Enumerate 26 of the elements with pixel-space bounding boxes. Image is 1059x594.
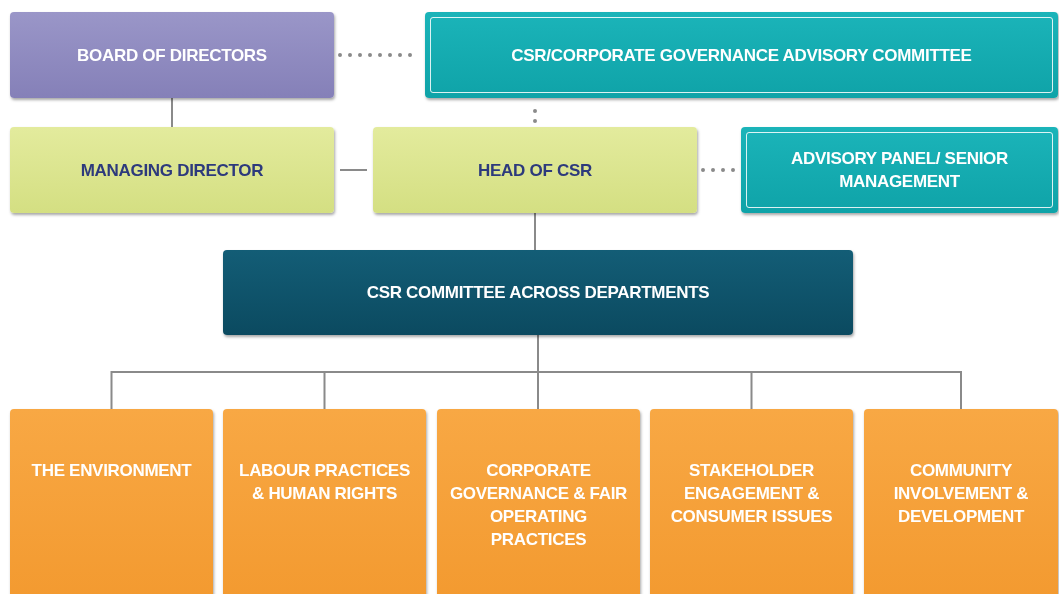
connector-line [339, 169, 368, 171]
connector-line [171, 97, 173, 128]
node-label: CSR COMMITTEE ACROSS DEPARTMENTS [365, 282, 711, 304]
department-box [437, 409, 640, 594]
node-label: MANAGING DIRECTOR [79, 159, 265, 182]
board-box [10, 12, 334, 98]
node-label: HEAD OF CSR [477, 159, 593, 182]
department-box [10, 409, 213, 594]
department-box [650, 409, 853, 594]
committee-box [223, 250, 853, 335]
panel-box [741, 127, 1058, 213]
department-box [864, 409, 1058, 594]
role-box [373, 127, 697, 213]
node-label: STAKEHOLDER ENGAGEMENT & CONSUMER ISSUES [669, 460, 834, 528]
node-label: CORPORATE GOVERNANCE & FAIR OPERATING PRACTICES [448, 460, 629, 551]
node-label: COMMUNITY INVOLVEMENT & DEVELOPMENT [892, 460, 1030, 528]
node-label: LABOUR PRACTICES & HUMAN RIGHTS [238, 460, 411, 505]
node-label: THE ENVIRONMENT [30, 460, 193, 482]
role-box [10, 127, 334, 213]
dotted-connector [701, 168, 737, 172]
department-box [223, 409, 426, 594]
committee-box [425, 12, 1058, 98]
connector-line [534, 212, 536, 251]
node-label: BOARD OF DIRECTORS [76, 44, 268, 67]
node-label: CSR/CORPORATE GOVERNANCE ADVISORY COMMITTEE [510, 44, 973, 67]
node-label: ADVISORY PANEL/ SENIOR MANAGEMENT [790, 148, 1009, 193]
